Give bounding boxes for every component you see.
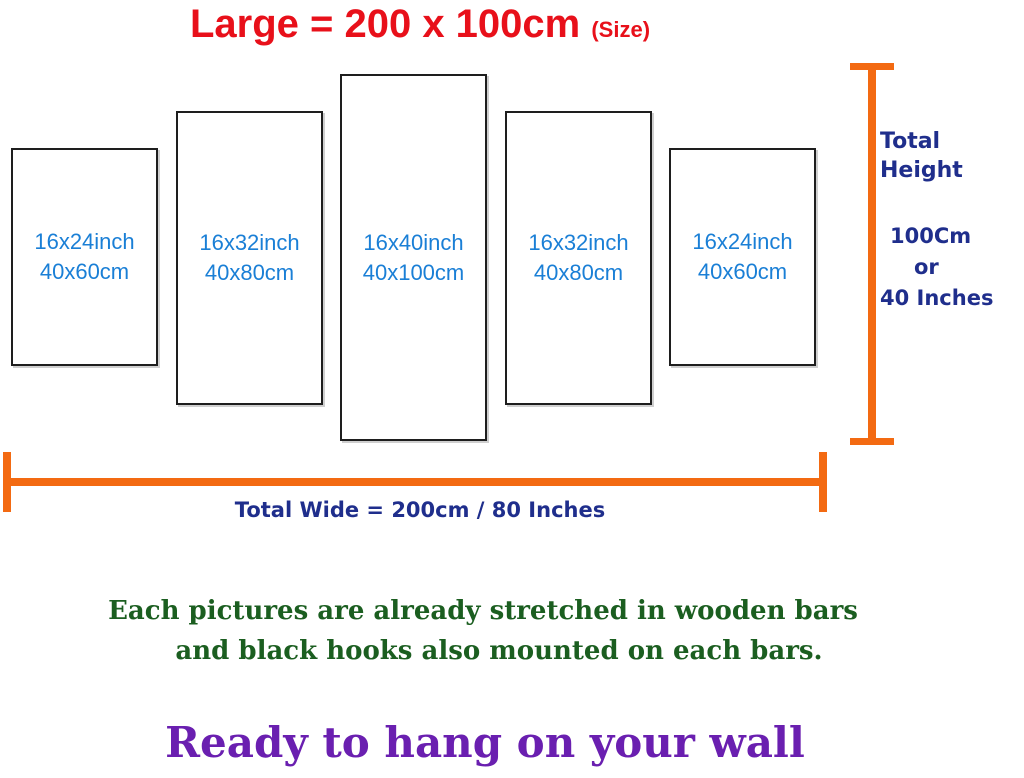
panel-3: 16x40inch 40x100cm bbox=[340, 74, 487, 441]
tagline: Ready to hang on your wall bbox=[165, 718, 805, 767]
total-width-label: Total Wide = 200cm / 80 Inches bbox=[234, 498, 606, 522]
panel-2-inch: 16x32inch bbox=[199, 230, 300, 255]
height-bar-stem bbox=[868, 63, 876, 445]
height-or: or bbox=[914, 255, 939, 279]
panel-1-inch: 16x24inch bbox=[34, 229, 135, 254]
width-bar-right-cap bbox=[819, 452, 827, 512]
height-inches: 40 Inches bbox=[880, 286, 994, 310]
panel-3-inch: 16x40inch bbox=[363, 229, 464, 255]
panel-5-inch: 16x24inch bbox=[692, 229, 793, 254]
height-measure-bar bbox=[850, 63, 894, 445]
page-title: Large = 200 x 100cm (Size) bbox=[0, 2, 840, 52]
title-main: Large = 200 x 100cm bbox=[189, 2, 581, 46]
panel-4-cm: 40x80cm bbox=[533, 260, 624, 285]
panel-5: 16x24inch 40x60cm bbox=[669, 148, 816, 366]
note-line-1: Each pictures are already stretched in w… bbox=[108, 596, 858, 626]
panel-1: 16x24inch 40x60cm bbox=[11, 148, 158, 366]
panel-1-cm: 40x60cm bbox=[39, 259, 130, 284]
total-height-title: Total Height bbox=[880, 127, 1024, 185]
height-bar-bottom-cap bbox=[850, 438, 894, 445]
panel-4: 16x32inch 40x80cm bbox=[505, 111, 652, 405]
height-title-line-1: Total bbox=[880, 129, 941, 154]
height-title-line-2: Height bbox=[880, 158, 963, 183]
panel-2-cm: 40x80cm bbox=[204, 260, 295, 285]
panel-4-inch: 16x32inch bbox=[528, 230, 629, 255]
height-cm: 100Cm bbox=[890, 224, 972, 248]
panel-3-cm: 40x100cm bbox=[362, 259, 465, 285]
width-measure-bar bbox=[3, 452, 827, 512]
panel-2: 16x32inch 40x80cm bbox=[176, 111, 323, 405]
panel-5-cm: 40x60cm bbox=[697, 259, 788, 284]
total-height-value: 100Cm or 40 Inches bbox=[880, 221, 1024, 314]
width-bar-stem bbox=[3, 478, 827, 486]
note-line-2: and black hooks also mounted on each bar… bbox=[175, 636, 823, 666]
title-size-suffix: (Size) bbox=[591, 17, 651, 42]
